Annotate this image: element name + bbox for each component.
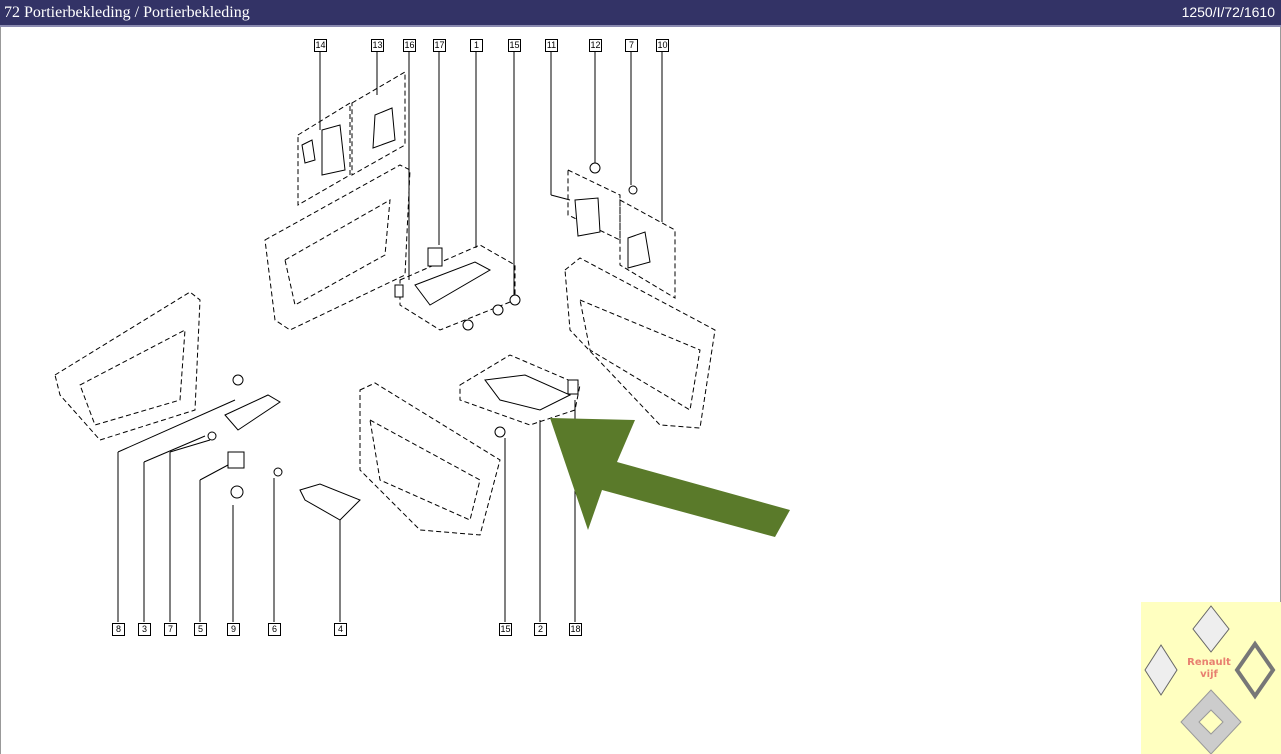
callout-6[interactable]: 6 — [268, 623, 281, 636]
callout-4[interactable]: 4 — [334, 623, 347, 636]
callout-12[interactable]: 12 — [589, 39, 602, 52]
callout-9[interactable]: 9 — [227, 623, 240, 636]
door-panels — [54, 71, 716, 536]
callout-13[interactable]: 13 — [371, 39, 384, 52]
title-bar: 72 Portierbekleding / Portierbekleding 1… — [0, 0, 1281, 27]
callout-14[interactable]: 14 — [314, 39, 327, 52]
parts — [207, 107, 651, 521]
callout-11[interactable]: 11 — [545, 39, 558, 52]
callout-16[interactable]: 16 — [403, 39, 416, 52]
callout-8[interactable]: 8 — [112, 623, 125, 636]
callout-10[interactable]: 10 — [656, 39, 669, 52]
callout-5[interactable]: 5 — [194, 623, 207, 636]
logo-caption: Renault vijf — [1179, 657, 1239, 681]
renault-logo: Renault vijf — [1141, 602, 1281, 754]
logo-text-vijf: vijf — [1200, 669, 1218, 680]
callout-15[interactable]: 15 — [499, 623, 512, 636]
callout-3[interactable]: 3 — [138, 623, 151, 636]
callout-7[interactable]: 7 — [625, 39, 638, 52]
green-arrow — [550, 418, 790, 537]
callout-17[interactable]: 17 — [433, 39, 446, 52]
callout-1[interactable]: 1 — [470, 39, 483, 52]
diagram-code: 1250/I/72/1610 — [1181, 4, 1275, 20]
logo-text-renault: Renault — [1187, 657, 1231, 668]
callout-7[interactable]: 7 — [164, 623, 177, 636]
page-title: 72 Portierbekleding / Portierbekleding — [4, 4, 250, 21]
callout-2[interactable]: 2 — [534, 623, 547, 636]
renault-emblems — [1144, 605, 1276, 754]
leader-lines — [117, 52, 663, 622]
callout-18[interactable]: 18 — [569, 623, 582, 636]
callout-15[interactable]: 15 — [508, 39, 521, 52]
